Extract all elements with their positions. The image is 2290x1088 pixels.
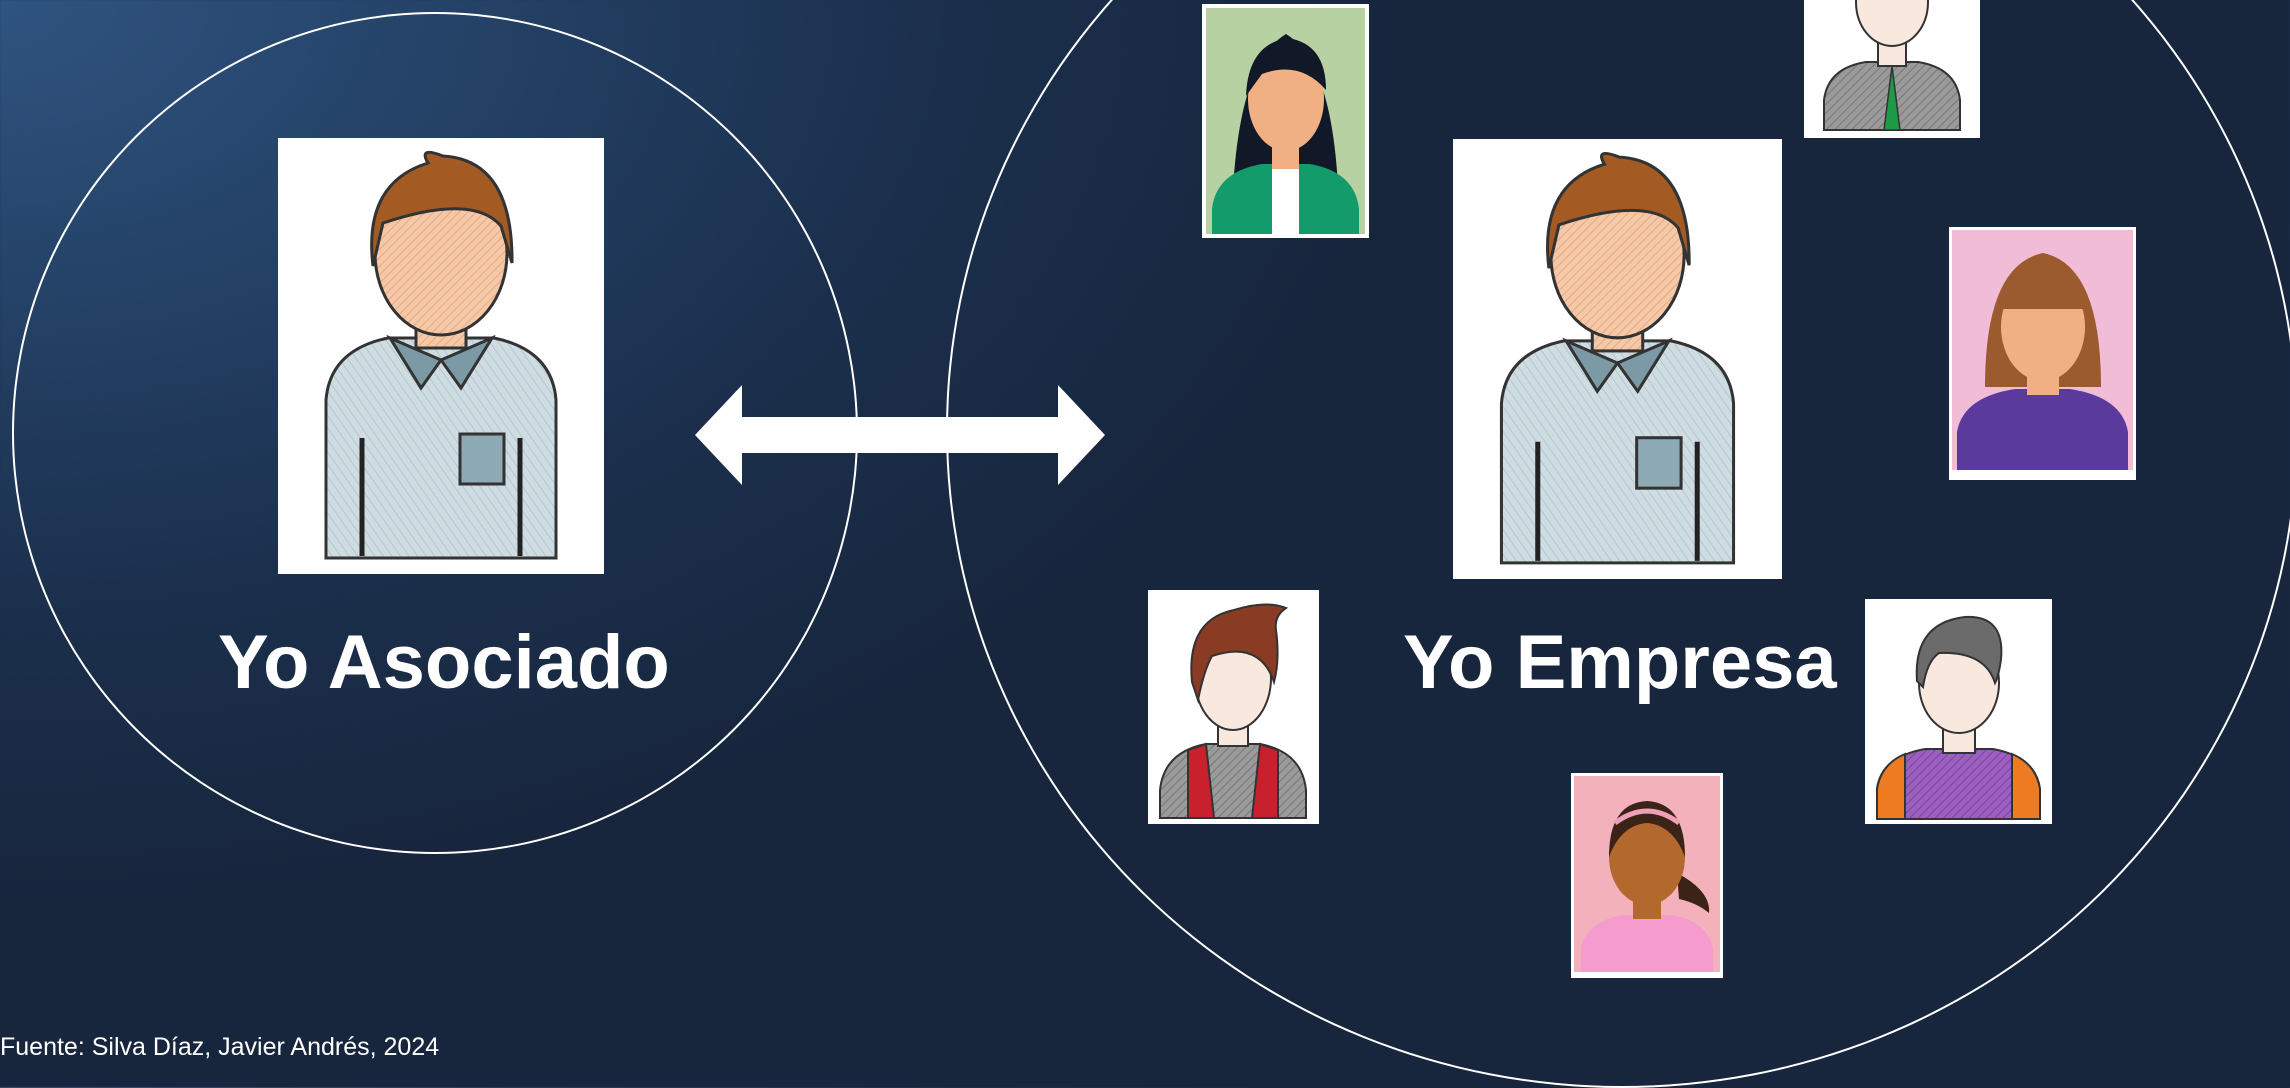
man-avatar-icon [1453,139,1782,579]
girl-avatar-icon [1571,773,1723,978]
avatar-woman-green [1202,4,1369,238]
man-avatar-icon [278,138,604,574]
avatar-woman-pink [1949,227,2136,480]
yo-empresa-label: Yo Empresa [1403,620,1837,705]
woman-avatar-icon [1202,4,1369,238]
source-caption: Fuente: Silva Díaz, Javier Andrés, 2024 [0,1033,440,1061]
man-tie-avatar-icon [1804,0,1980,138]
avatar-man-tie [1804,0,1980,138]
young-man-avatar-icon [1148,590,1319,824]
double-arrow-icon [695,385,1105,485]
man-avatar-icon [1865,599,2052,824]
avatar-young-man [1148,590,1319,824]
avatar-asociado [278,138,604,574]
avatar-girl [1571,773,1723,978]
avatar-empresa [1453,139,1782,579]
woman-avatar-icon [1949,227,2136,480]
avatar-man-gray-hair [1865,599,2052,824]
yo-asociado-label: Yo Asociado [218,620,670,705]
